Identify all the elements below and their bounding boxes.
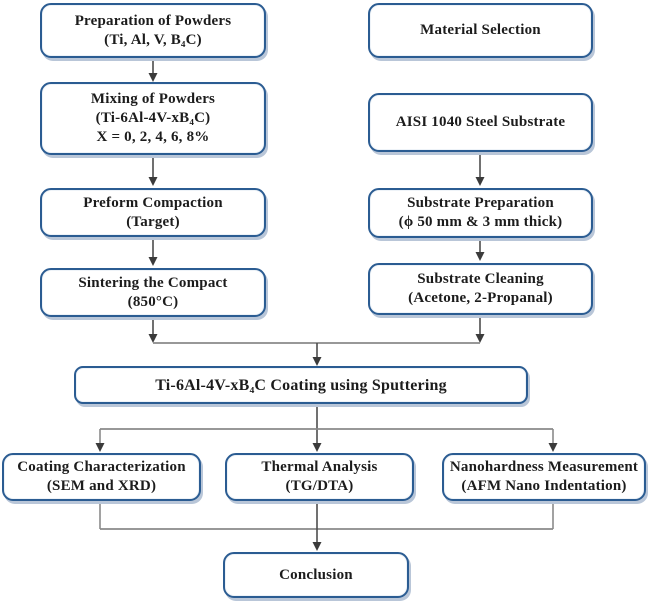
arrow-merge-to-sputtering	[312, 343, 322, 366]
box-line: Substrate Cleaning	[417, 271, 544, 287]
box-line: Mixing of Powders	[90, 91, 216, 107]
box-line: Sintering the Compact	[78, 274, 228, 291]
box-nanohardness-measurement: Nanohardness Measurement (AFM Nano Inden…	[442, 453, 646, 501]
box-line: AISI 1040 Steel Substrate	[395, 114, 566, 130]
box-coating-using-sputtering: Ti-6Al-4V-xB₄C Coating using Sputtering	[74, 366, 528, 404]
arrow-split-to-nanohardness	[548, 429, 558, 452]
box-line: Conclusion	[279, 566, 353, 583]
arrow-aisi-to-subprep	[475, 152, 485, 186]
box-material-selection: Material Selection	[368, 3, 593, 58]
box-line: (Acetone, 2-Propanal)	[408, 290, 553, 306]
box-line: X = 0, 2, 4, 6, 8%	[96, 129, 210, 145]
arrow-preform-to-sintering	[148, 237, 158, 266]
box-line: (ϕ 50 mm & 3 mm thick)	[398, 214, 563, 230]
arrow-sintering-to-merge	[148, 317, 158, 343]
box-line: Coating Characterization	[17, 459, 186, 475]
arrow-mixing-to-preform	[148, 155, 158, 186]
box-preform-compaction: Preform Compaction (Target)	[40, 188, 266, 237]
box-conclusion: Conclusion	[223, 552, 409, 598]
box-substrate-cleaning: Substrate Cleaning (Acetone, 2-Propanal)	[368, 263, 593, 315]
box-coating-characterization: Coating Characterization (SEM and XRD)	[2, 453, 201, 501]
box-sintering-the-compact: Sintering the Compact (850°C)	[40, 268, 266, 317]
box-line: (Target)	[126, 213, 180, 230]
box-line: Thermal Analysis	[261, 459, 378, 475]
box-line: (SEM and XRD)	[46, 478, 157, 494]
box-substrate-preparation: Substrate Preparation (ϕ 50 mm & 3 mm th…	[368, 188, 593, 238]
arrow-sputtering-to-thermal	[312, 404, 322, 452]
box-line: Ti-6Al-4V-xB₄C Coating using Sputtering	[155, 376, 447, 394]
box-mixing-of-powders: Mixing of Powders (Ti-6Al-4V-xB₄C) X = 0…	[40, 82, 266, 155]
arrow-subprep-to-subclean	[475, 238, 485, 261]
box-line: Preform Compaction	[83, 194, 223, 211]
arrow-prep-to-mixing	[148, 58, 158, 82]
arrow-subclean-to-merge	[475, 315, 485, 343]
box-thermal-analysis: Thermal Analysis (TG/DTA)	[225, 453, 414, 501]
box-preparation-of-powders: Preparation of Powders (Ti, Al, V, B₄C)	[40, 3, 266, 58]
box-line: (Ti-6Al-4V-xB₄C)	[95, 110, 211, 126]
box-aisi-1040-steel-substrate: AISI 1040 Steel Substrate	[368, 93, 593, 152]
box-line: Preparation of Powders	[74, 12, 232, 29]
box-line: (TG/DTA)	[285, 478, 354, 494]
box-line: (AFM Nano Indentation)	[461, 478, 627, 494]
box-line: Material Selection	[420, 22, 541, 38]
box-line: (Ti, Al, V, B₄C)	[104, 31, 202, 48]
arrow-split-to-coating-characterization	[95, 429, 105, 452]
box-line: (850°C)	[127, 293, 179, 310]
box-line: Nanohardness Measurement	[449, 459, 639, 475]
box-line: Substrate Preparation	[407, 195, 554, 211]
arrow-thermal-to-conclusion	[312, 501, 322, 551]
